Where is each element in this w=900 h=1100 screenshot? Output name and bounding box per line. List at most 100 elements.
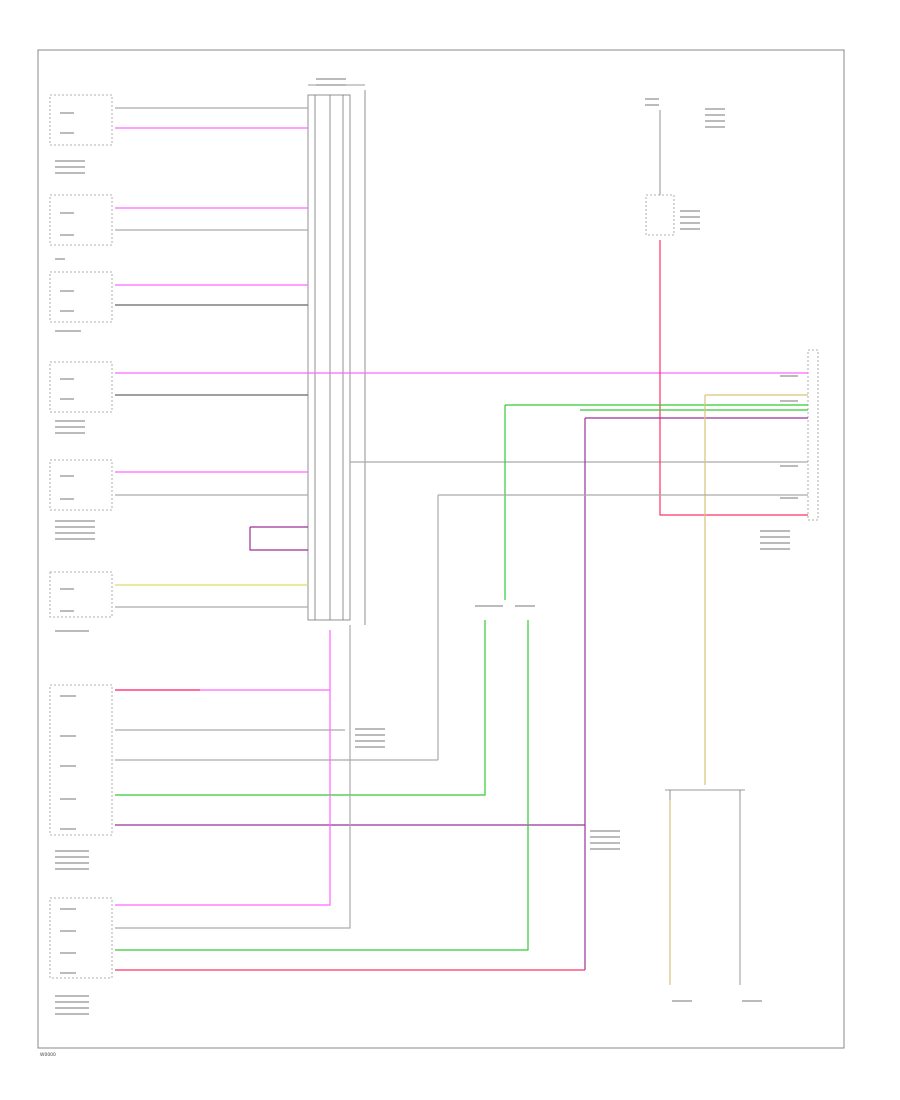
illegible-text-mark: [60, 310, 74, 312]
module-box: [49, 459, 113, 511]
illegible-text-mark: [55, 538, 95, 540]
wire-gray: [115, 625, 351, 929]
illegible-text-mark: [645, 98, 659, 100]
illegible-text-mark: [60, 475, 74, 477]
illegible-text-mark: [60, 930, 76, 932]
wire-gray: [437, 494, 808, 760]
illegible-text-mark: [60, 610, 74, 612]
illegible-text-mark: [55, 862, 89, 864]
illegible-text-mark: [55, 258, 65, 260]
wire-purple: [584, 417, 808, 970]
module-box: [49, 897, 113, 979]
illegible-text-mark: [60, 498, 74, 500]
illegible-text-mark: [60, 212, 74, 214]
wire-green: [504, 404, 808, 600]
wire-green: [115, 620, 486, 796]
illegible-text-mark: [55, 160, 85, 162]
illegible-text-mark: [680, 210, 700, 212]
illegible-text-mark: [705, 120, 725, 122]
illegible-text-mark: [645, 104, 659, 106]
right-connector: [807, 349, 819, 521]
illegible-text-mark: [60, 735, 76, 737]
illegible-text-mark: [60, 398, 74, 400]
illegible-text-mark: [55, 330, 81, 332]
illegible-text-mark: [780, 400, 798, 402]
illegible-text-mark: [590, 842, 620, 844]
illegible-text-mark: [55, 1001, 89, 1003]
illegible-text-mark: [705, 126, 725, 128]
illegible-text-mark: [705, 108, 725, 110]
illegible-text-mark: [60, 112, 74, 114]
illegible-text-mark: [55, 166, 85, 168]
wire-tan: [704, 394, 808, 785]
illegible-text-mark: [590, 848, 620, 850]
wire-red: [659, 240, 808, 516]
illegible-text-mark: [355, 740, 385, 742]
module-box: [49, 94, 113, 146]
illegible-text-mark: [680, 228, 700, 230]
illegible-text-mark: [60, 908, 76, 910]
illegible-text-mark: [760, 548, 790, 550]
illegible-text-mark: [672, 1000, 692, 1002]
illegible-text-mark: [55, 1013, 89, 1015]
illegible-text-mark: [780, 465, 798, 467]
illegible-text-mark: [760, 530, 790, 532]
left-modules: [49, 94, 113, 979]
illegible-text-mark: [355, 728, 385, 730]
illegible-text-mark: [55, 1007, 89, 1009]
illegible-text-mark: [60, 798, 76, 800]
illegible-text-mark: [60, 695, 76, 697]
module-box: [49, 571, 113, 618]
module-box: [49, 361, 113, 413]
illegible-text-mark: [55, 172, 85, 174]
illegible-text-mark: [60, 952, 76, 954]
illegible-text-mark: [55, 526, 95, 528]
module-box: [49, 271, 113, 323]
illegible-text-mark: [316, 78, 346, 80]
illegible-text-mark: [55, 856, 89, 858]
illegible-text-mark: [590, 830, 620, 832]
illegible-text-mark: [60, 828, 76, 830]
illegible-text-mark: [590, 836, 620, 838]
illegible-text-mark: [55, 420, 85, 422]
corner-code: W0000: [40, 1052, 56, 1058]
module-box: [49, 684, 113, 836]
module-box: [49, 194, 113, 246]
illegible-text-mark: [60, 378, 74, 380]
illegible-text-mark: [60, 588, 74, 590]
wire-green: [115, 620, 529, 951]
illegible-text-mark: [742, 1000, 762, 1002]
diagram-frame: [37, 49, 845, 1049]
illegible-text-mark: [705, 114, 725, 116]
illegible-text-mark: [355, 734, 385, 736]
illegible-text-mark: [55, 868, 89, 870]
illegible-text-mark: [475, 605, 503, 607]
illegible-text-mark: [760, 542, 790, 544]
illegible-text-mark: [780, 497, 798, 499]
illegible-text-mark: [55, 426, 85, 428]
illegible-text-mark: [55, 995, 89, 997]
illegible-text-mark: [60, 972, 76, 974]
illegible-text-mark: [55, 532, 95, 534]
wire-pink: [115, 630, 331, 691]
bus-connector: [307, 84, 366, 625]
wire-pink: [115, 690, 331, 906]
illegible-text-mark: [60, 765, 76, 767]
illegible-text-mark: [60, 132, 74, 134]
illegible-text-mark: [55, 850, 89, 852]
illegible-text-mark: [60, 290, 74, 292]
wires: [115, 107, 808, 985]
illegible-text-mark: [60, 234, 74, 236]
illegible-text-mark: [55, 432, 85, 434]
fuse-block: [645, 110, 675, 236]
illegible-text-mark: [55, 630, 89, 632]
illegible-text-mark: [515, 605, 535, 607]
illegible-text-mark: [55, 520, 95, 522]
illegible-text-mark: [680, 216, 700, 218]
illegible-text-mark: [680, 222, 700, 224]
labels: [55, 78, 798, 1015]
illegible-text-mark: [780, 375, 798, 377]
illegible-text-mark: [316, 84, 346, 86]
wire-purple: [249, 526, 308, 551]
